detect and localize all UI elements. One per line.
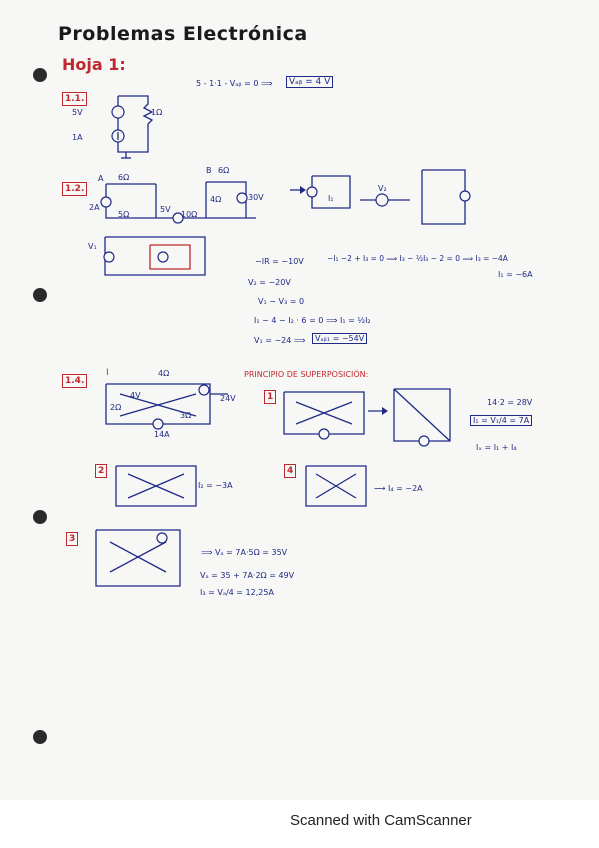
label-10ohm: 10Ω bbox=[181, 210, 198, 219]
binder-hole-icon bbox=[33, 288, 47, 302]
equation-sub-3-b: Vₐ = 35 + 7A·2Ω = 49V bbox=[200, 571, 295, 580]
label-14a: 14A bbox=[154, 430, 170, 439]
circuit-sub-1 bbox=[283, 391, 365, 440]
equation-1-2-c: I₁ = −6A bbox=[498, 270, 533, 279]
subcase-2: 2 bbox=[95, 464, 108, 478]
circuit-1-2-equivalent bbox=[290, 169, 471, 225]
label-vs: V₂ bbox=[378, 184, 387, 193]
label-b: B bbox=[206, 166, 212, 175]
equation-sub-1-c: Iₓ = I₁ + I₄ bbox=[476, 443, 517, 452]
label-i1: I₁ bbox=[328, 194, 334, 203]
superposition-heading: PRINCIPIO DE SUPERPOSICIÓN: bbox=[244, 370, 369, 379]
equation-sub-3-c: I₃ = Vₐ/4 = 12,25A bbox=[200, 588, 274, 597]
subcase-4: 4 bbox=[284, 464, 297, 478]
circuit-sub-1-reduced bbox=[368, 388, 451, 447]
circuit-sub-2 bbox=[115, 465, 197, 507]
equation-sub-1-a: 14·2 = 28V bbox=[487, 398, 533, 407]
binder-hole-icon bbox=[33, 730, 47, 744]
label-5v: 5V bbox=[72, 108, 83, 117]
problem-number-1-1: 1.1. bbox=[62, 92, 88, 106]
result-1-2: Vₐᵦ₁ = −54V bbox=[312, 333, 368, 344]
circuit-1-2-main bbox=[100, 181, 256, 224]
label-i: I bbox=[106, 368, 109, 378]
result-1-1: Vₐᵦ = 4 V bbox=[286, 76, 334, 88]
circuit-sub-3 bbox=[95, 529, 181, 587]
equation-1-1: 5 - 1·1 - Vₐᵦ = 0 ⟹ bbox=[196, 79, 273, 88]
problem-number-1-4: 1.4. bbox=[62, 374, 88, 388]
label-3ohm: 3Ω bbox=[180, 411, 192, 420]
label-a: A bbox=[98, 174, 104, 183]
subcase-3: 3 bbox=[66, 532, 79, 546]
circuit-sub-4 bbox=[305, 465, 367, 507]
equation-1-2-b: −I₁ −2 + I₃ = 0 ⟹ I₃ − ½I₃ − 2 = 0 ⟹ I₃ … bbox=[327, 254, 508, 263]
equation-sub-4: ⟶ I₄ = −2A bbox=[374, 484, 423, 493]
label-4ohm: 4Ω bbox=[210, 195, 222, 204]
label-6ohm-b: 6Ω bbox=[218, 166, 230, 175]
equation-sub-3-a: ⟹ Vₐ = 7A·5Ω = 35V bbox=[201, 548, 288, 557]
scanned-page: Problemas Electrónica Hoja 1: 1.1. 5V 1Ω… bbox=[33, 23, 533, 744]
equation-1-2-a: −IR = −10V bbox=[255, 257, 304, 266]
equation-1-2-g: V₁ = −24 ⟹ bbox=[254, 336, 306, 345]
equation-sub-2: I₂ = −3A bbox=[198, 481, 233, 490]
label-2a: 2A bbox=[89, 203, 100, 212]
label-1ohm: 1Ω bbox=[151, 108, 163, 117]
problem-number-1-2: 1.2. bbox=[62, 182, 88, 196]
label-1a: 1A bbox=[72, 133, 83, 142]
equation-1-2-e: V₁ − V₃ = 0 bbox=[258, 297, 305, 306]
label-4v: 4V bbox=[130, 391, 141, 400]
page-title: Problemas Electrónica bbox=[58, 23, 308, 45]
circuit-1-1 bbox=[111, 95, 154, 159]
label-v1: V₁ bbox=[88, 242, 97, 251]
label-2ohm: 2Ω bbox=[110, 403, 122, 412]
circuit-1-4-main bbox=[105, 383, 228, 430]
label-24v: 24V bbox=[220, 394, 236, 403]
label-5v: 5V bbox=[160, 205, 171, 214]
binder-hole-icon bbox=[33, 68, 47, 82]
binder-hole-icon bbox=[33, 510, 47, 524]
label-30v: 30V bbox=[248, 193, 264, 202]
label-4ohm: 4Ω bbox=[158, 369, 170, 378]
subcase-1: 1 bbox=[264, 390, 277, 404]
sheet-heading: Hoja 1: bbox=[62, 55, 126, 74]
label-5ohm: 5Ω bbox=[118, 210, 130, 219]
equation-sub-1-b: I₁ = V₁/4 = 7A bbox=[470, 415, 533, 426]
circuit-1-2-analysis bbox=[103, 236, 206, 276]
equation-1-2-d: V₂ = −20V bbox=[248, 278, 291, 287]
equation-1-2-f: I₁ − 4 − I₂ · 6 = 0 ⟹ I₁ = ½I₂ bbox=[254, 316, 371, 325]
label-6ohm: 6Ω bbox=[118, 173, 130, 182]
scanner-watermark: Scanned with CamScanner bbox=[290, 812, 472, 829]
